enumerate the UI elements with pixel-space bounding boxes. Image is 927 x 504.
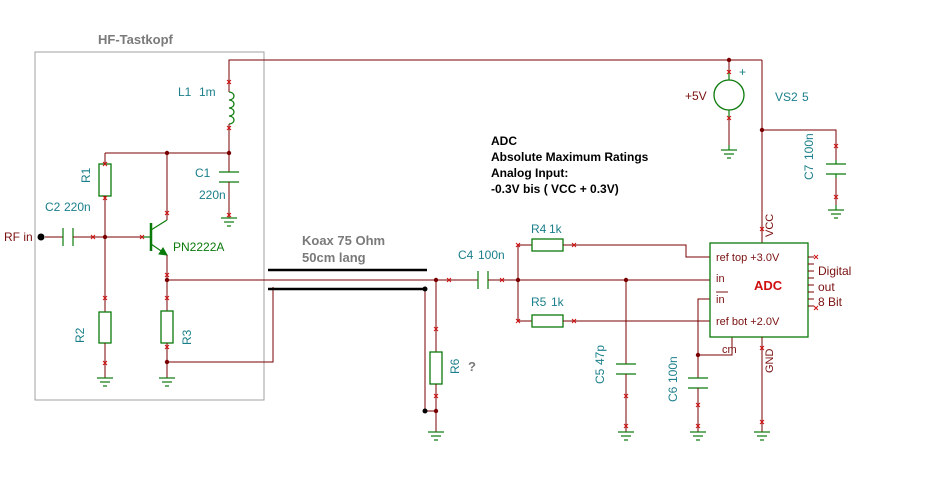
unknown-mark: ? <box>468 359 476 374</box>
svg-text:C4: C4 <box>458 248 474 262</box>
rf-input: RF in <box>4 230 63 244</box>
svg-text:Digital: Digital <box>818 264 851 278</box>
svg-text:ref bot +2.0V: ref bot +2.0V <box>716 316 780 328</box>
svg-text:C1: C1 <box>195 166 211 180</box>
resistor-r5: R5 1k <box>518 295 710 328</box>
resistor-r3: R3 <box>160 310 194 378</box>
supply-wires <box>228 59 837 243</box>
svg-text:Koax 75 Ohm: Koax 75 Ohm <box>302 233 385 248</box>
svg-text:R1: R1 <box>79 167 93 183</box>
ground-symbol <box>721 145 737 159</box>
svg-text:5: 5 <box>802 90 809 104</box>
inductor-l1: L1 1m <box>178 82 235 153</box>
svg-text:PN2222A: PN2222A <box>173 240 224 254</box>
svg-text:100n: 100n <box>666 356 680 383</box>
digital-out-pins <box>808 256 814 307</box>
adc-title: ADC <box>754 278 783 293</box>
svg-text:GND: GND <box>764 349 776 374</box>
transistor-pn2222a: PN2222A <box>142 153 224 311</box>
hf-probe-box <box>34 51 265 401</box>
ground-symbol <box>690 431 706 441</box>
svg-text:1k: 1k <box>551 295 565 309</box>
svg-text:100n: 100n <box>802 133 816 160</box>
svg-text:1m: 1m <box>199 85 216 99</box>
svg-text:VS2: VS2 <box>775 90 798 104</box>
capacitor-c2: C2 220n <box>45 200 142 246</box>
resistor-r2: R2 <box>73 311 112 378</box>
capacitor-c5: C5 47p <box>593 280 636 432</box>
svg-text:cm: cm <box>722 344 737 356</box>
ground-symbol <box>428 431 444 441</box>
ground-symbol <box>618 431 634 441</box>
svg-text:220n: 220n <box>199 188 226 202</box>
svg-text:Analog Input:: Analog Input: <box>491 166 568 180</box>
resistor-r4: R4 1k <box>518 222 710 258</box>
ground-symbol <box>828 205 844 219</box>
svg-text:R3: R3 <box>180 329 194 345</box>
capacitor-c7: C7 100n <box>802 133 846 180</box>
svg-text:Absolute Maximum Ratings: Absolute Maximum Ratings <box>491 150 649 164</box>
coax-cable: Koax 75 Ohm 50cm lang <box>268 233 436 291</box>
ground-symbol <box>97 377 113 387</box>
adc-block: ADC ref top +3.0V in in ref bot +2.0V cm… <box>709 214 851 374</box>
svg-text:R2: R2 <box>73 327 87 343</box>
ground-symbol <box>159 377 175 387</box>
resistor-r6: R6 ? <box>429 280 476 432</box>
svg-text:L1: L1 <box>178 85 192 99</box>
svg-text:+: + <box>739 65 746 79</box>
svg-text:220n: 220n <box>64 200 91 214</box>
voltage-source-vs2: + +5V VS2 5 <box>685 65 809 118</box>
ground-symbol <box>221 217 237 227</box>
svg-text:R5: R5 <box>531 295 547 309</box>
capacitor-c4: C4 100n <box>436 248 710 289</box>
svg-text:+5V: +5V <box>685 89 707 103</box>
svg-text:50cm lang: 50cm lang <box>302 250 366 265</box>
resistor-r1: R1 <box>79 153 112 312</box>
svg-text:C6: C6 <box>666 386 680 402</box>
svg-text:VCC: VCC <box>764 214 776 237</box>
svg-text:R6: R6 <box>448 358 462 374</box>
capacitor-c6: C6 100n <box>666 355 708 432</box>
svg-text:1k: 1k <box>549 222 563 236</box>
svg-text:C7: C7 <box>802 164 816 180</box>
svg-text:8 Bit: 8 Bit <box>818 295 843 309</box>
svg-text:47p: 47p <box>593 345 607 365</box>
svg-text:100n: 100n <box>478 248 505 262</box>
svg-text:C2: C2 <box>45 200 61 214</box>
svg-text:-0.3V bis ( VCC + 0.3V): -0.3V bis ( VCC + 0.3V) <box>491 182 619 196</box>
adc-ratings-note: ADC Absolute Maximum Ratings Analog Inpu… <box>491 134 649 196</box>
svg-text:ADC: ADC <box>491 134 517 148</box>
svg-text:RF in: RF in <box>4 230 33 244</box>
probe-title: HF-Tastkopf <box>98 32 174 47</box>
svg-text:C5: C5 <box>593 368 607 384</box>
capacitor-c1: C1 220n <box>195 153 239 218</box>
svg-text:ref top +3.0V: ref top +3.0V <box>716 252 780 264</box>
svg-text:R4: R4 <box>531 222 547 236</box>
pin-markers <box>90 69 839 429</box>
svg-text:out: out <box>818 280 835 294</box>
svg-text:in: in <box>716 294 725 306</box>
ground-symbol <box>754 431 770 441</box>
svg-text:in: in <box>716 273 725 285</box>
